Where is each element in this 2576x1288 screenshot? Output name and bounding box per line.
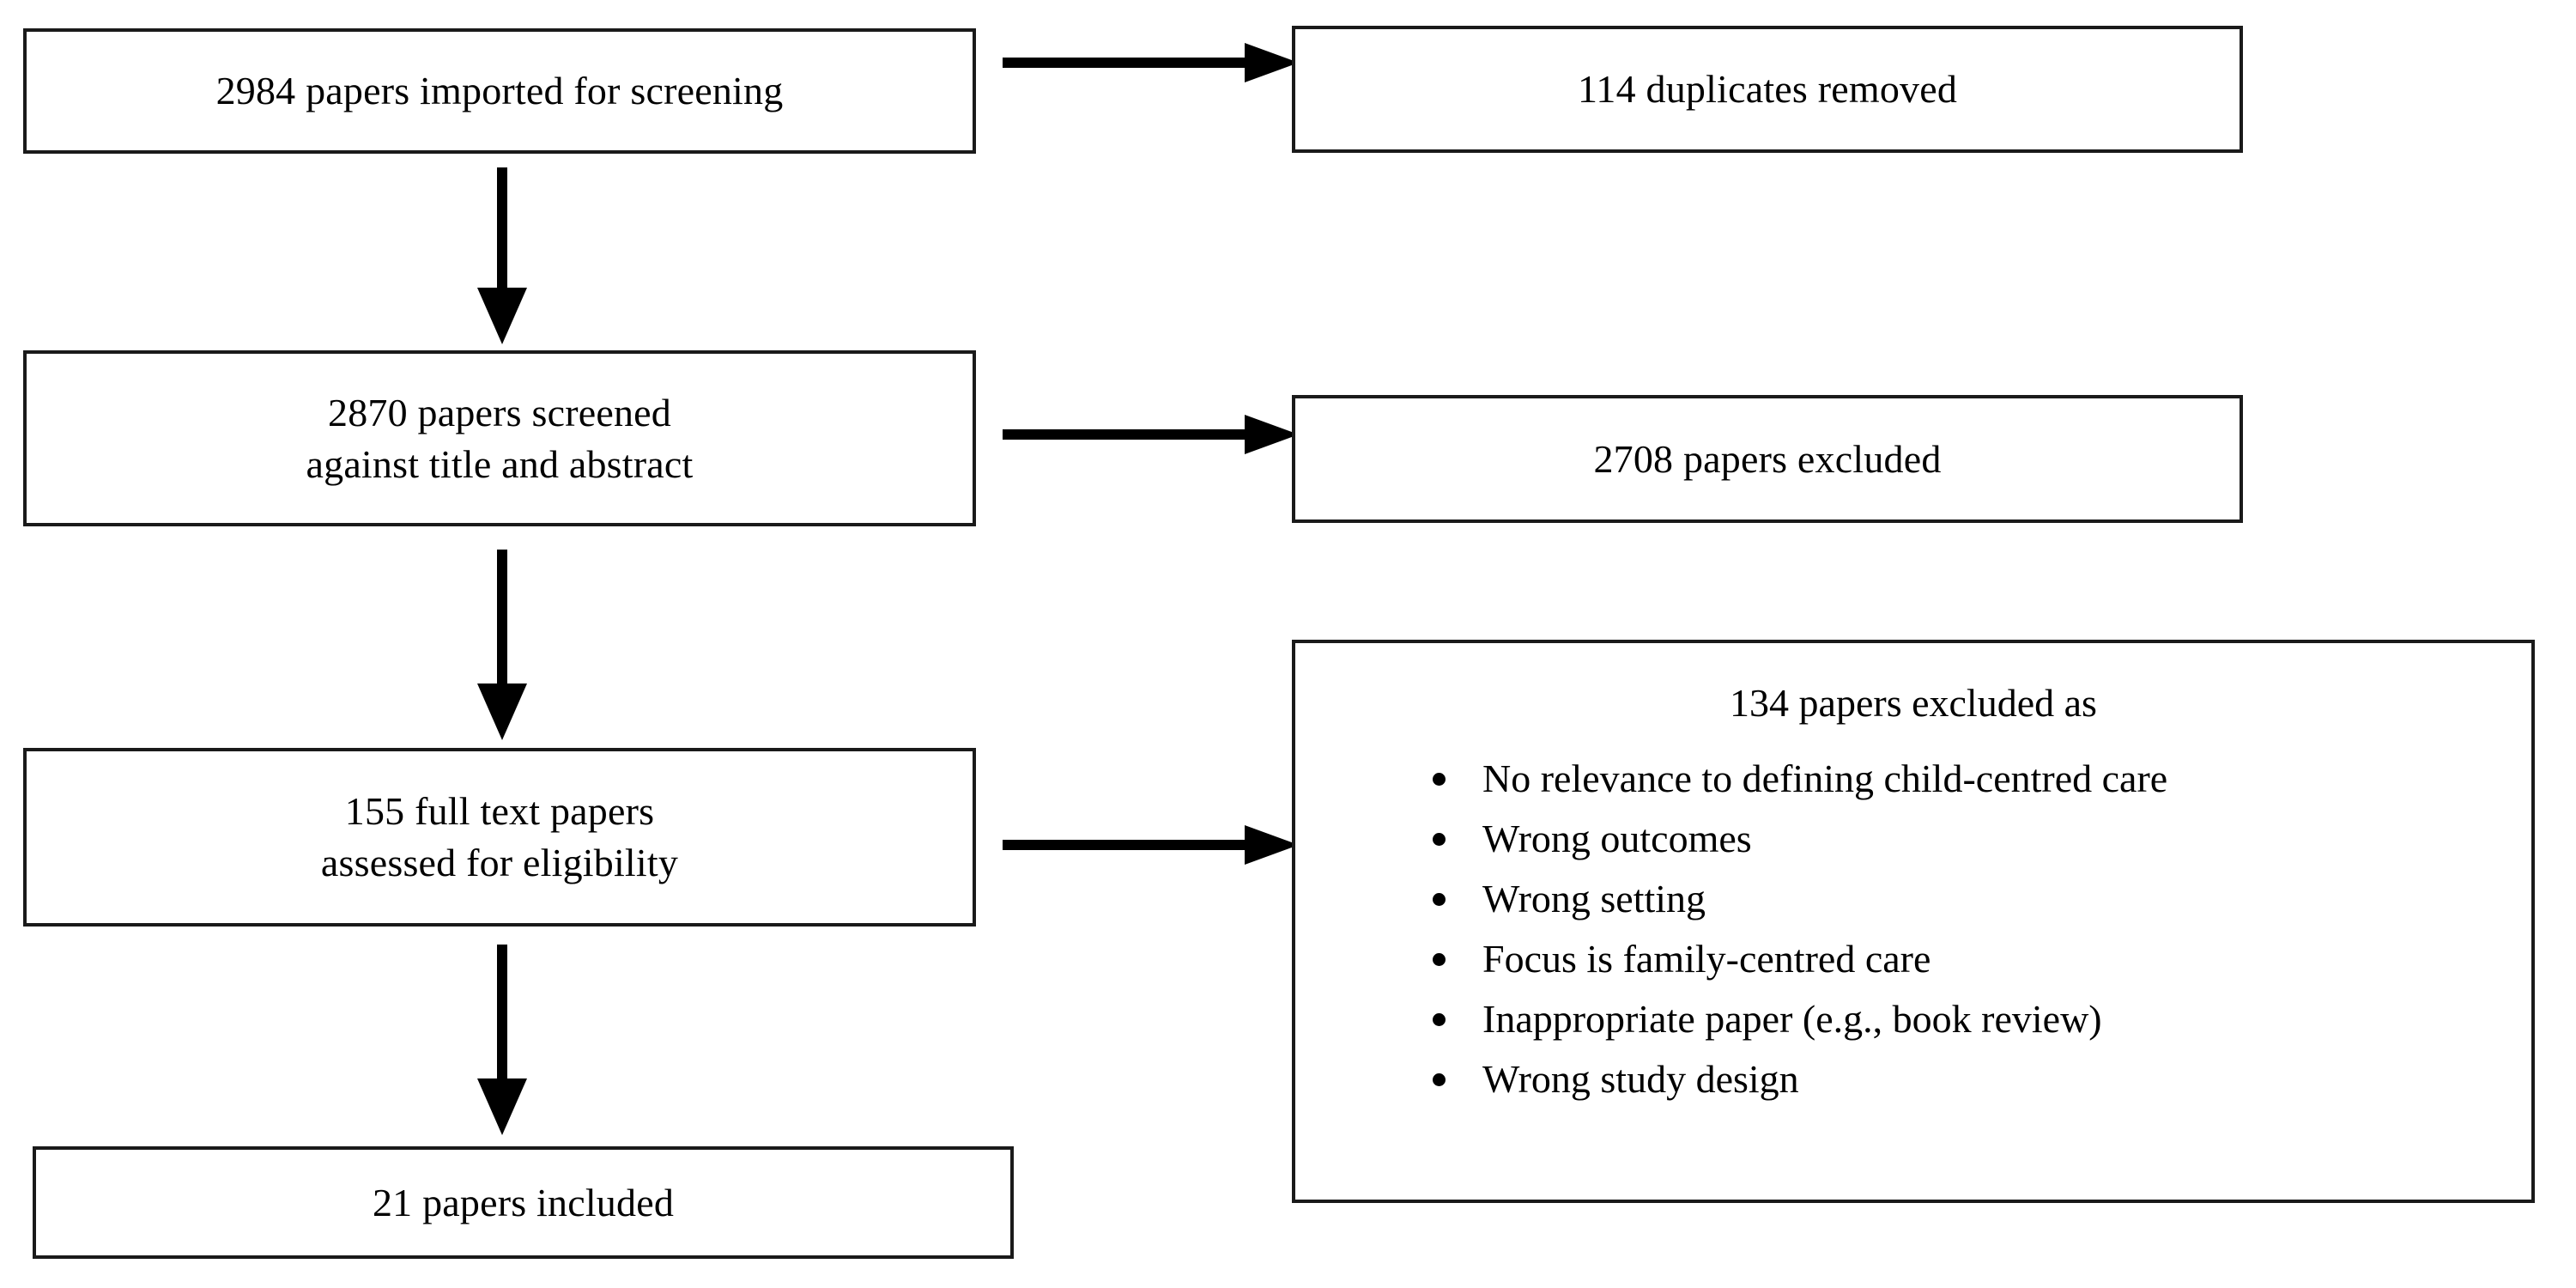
box-papers-included-line1: 21 papers included: [372, 1180, 675, 1224]
list-item: Wrong study design: [1433, 1060, 2531, 1099]
list-item-label: Wrong setting: [1482, 877, 1706, 921]
arrow-screened-to-excluded: [1003, 410, 1299, 459]
box-papers-imported: 2984 papers imported for screening: [23, 28, 976, 154]
box-duplicates-removed: 114 duplicates removed: [1292, 26, 2243, 153]
arrow-imported-to-screened: [469, 167, 536, 344]
list-item: Wrong outcomes: [1433, 819, 2531, 859]
list-item: Inappropriate paper (e.g., book review): [1433, 999, 2531, 1039]
list-item-label: Wrong outcomes: [1482, 817, 1752, 861]
bullet-icon: [1433, 1013, 1446, 1027]
list-item-label: No relevance to defining child-centred c…: [1482, 756, 2168, 801]
exclusion-reasons-list: No relevance to defining child-centred c…: [1295, 759, 2531, 1099]
arrow-fulltext-to-exclusion-reasons: [1003, 820, 1299, 870]
box-papers-screened-line2: against title and abstract: [306, 441, 694, 486]
bullet-icon: [1433, 1073, 1446, 1087]
list-item: No relevance to defining child-centred c…: [1433, 759, 2531, 799]
arrow-screened-to-fulltext: [469, 550, 536, 740]
list-item-label: Inappropriate paper (e.g., book review): [1482, 997, 2102, 1042]
box-papers-screened: 2870 papers screened against title and a…: [23, 350, 976, 526]
list-item: Focus is family-centred care: [1433, 939, 2531, 979]
box-papers-screened-line1: 2870 papers screened: [328, 390, 671, 434]
box-exclusion-reasons: 134 papers excluded as No relevance to d…: [1292, 640, 2535, 1203]
list-item-label: Focus is family-centred care: [1482, 937, 1931, 981]
box-fulltext-assessed-line2: assessed for eligibility: [320, 841, 679, 884]
list-item-label: Wrong study design: [1482, 1057, 1799, 1102]
bullet-icon: [1433, 893, 1446, 907]
box-fulltext-assessed: 155 full text papers assessed for eligib…: [23, 748, 976, 927]
list-item: Wrong setting: [1433, 879, 2531, 919]
exclusion-reasons-heading: 134 papers excluded as: [1730, 681, 2097, 725]
bullet-icon: [1433, 773, 1446, 787]
arrow-imported-to-duplicates: [1003, 38, 1299, 88]
box-papers-imported-line1: 2984 papers imported for screening: [215, 69, 784, 113]
box-fulltext-assessed-line1: 155 full text papers: [344, 789, 655, 834]
box-duplicates-removed-line1: 114 duplicates removed: [1577, 67, 1958, 112]
box-papers-excluded-screening-line1: 2708 papers excluded: [1593, 436, 1942, 481]
box-papers-excluded-screening: 2708 papers excluded: [1292, 395, 2243, 523]
bullet-icon: [1433, 833, 1446, 847]
box-papers-included: 21 papers included: [33, 1146, 1014, 1259]
arrow-fulltext-to-included: [469, 945, 536, 1135]
bullet-icon: [1433, 953, 1446, 967]
